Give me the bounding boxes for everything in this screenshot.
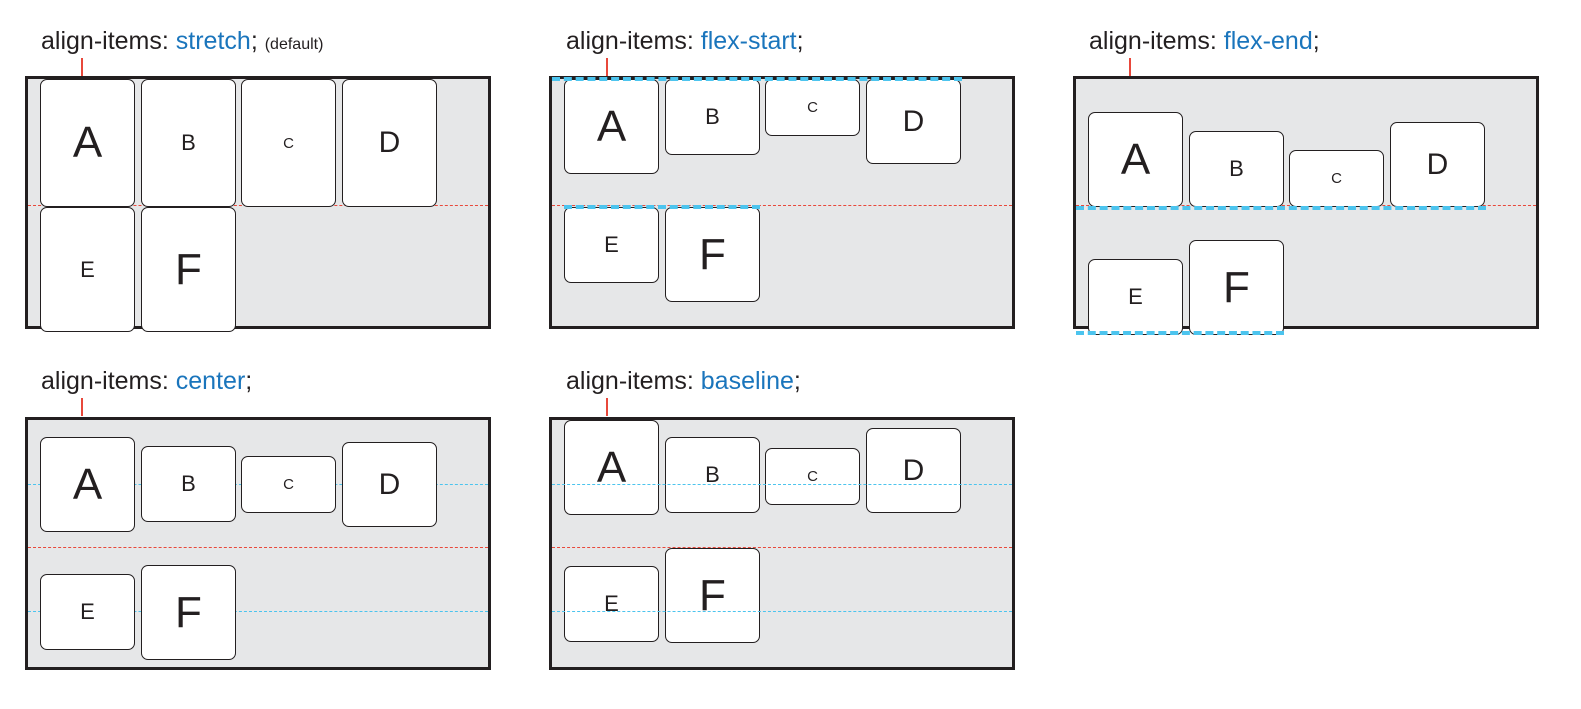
value-label: baseline bbox=[700, 367, 794, 395]
flex-item: A bbox=[564, 79, 659, 174]
flex-item: B bbox=[665, 79, 760, 155]
flex-item: D bbox=[866, 79, 961, 164]
flex-item: E bbox=[564, 566, 659, 642]
cross-start-tick bbox=[606, 398, 608, 416]
flex-item: C bbox=[1289, 150, 1384, 207]
semicolon: ; bbox=[250, 27, 258, 55]
line-alignment bbox=[552, 611, 1012, 612]
semicolon: ; bbox=[793, 367, 801, 395]
flex-container-center: A B C D E F bbox=[25, 417, 491, 670]
flex-item: D bbox=[342, 79, 437, 207]
flex-item: A bbox=[40, 79, 135, 207]
flex-item: C bbox=[765, 79, 860, 136]
line-alignment bbox=[552, 484, 1012, 485]
panel-title-center: align-items: center; bbox=[41, 366, 252, 396]
panel-title-flex-end: align-items: flex-end; bbox=[1089, 26, 1320, 56]
flex-item: B bbox=[141, 446, 236, 522]
cross-start-tick bbox=[1129, 58, 1131, 76]
flex-item: C bbox=[241, 79, 336, 207]
property-label: align-items: bbox=[566, 367, 694, 395]
flex-item: A bbox=[1088, 112, 1183, 207]
property-label: align-items: bbox=[41, 27, 169, 55]
flex-item: B bbox=[141, 79, 236, 207]
flex-item: D bbox=[342, 442, 437, 527]
value-label: flex-end bbox=[1223, 27, 1313, 55]
flex-item: E bbox=[564, 207, 659, 283]
property-label: align-items: bbox=[566, 27, 694, 55]
property-label: align-items: bbox=[41, 367, 169, 395]
flex-item: F bbox=[665, 548, 760, 643]
cross-start-tick bbox=[81, 398, 83, 416]
semicolon: ; bbox=[245, 367, 253, 395]
default-note: (default) bbox=[264, 36, 324, 53]
flex-item: F bbox=[141, 565, 236, 660]
flex-item: D bbox=[866, 428, 961, 513]
panel-title-baseline: align-items: baseline; bbox=[566, 366, 801, 396]
flex-item: C bbox=[765, 448, 860, 505]
flex-item: F bbox=[1189, 240, 1284, 335]
flex-item: C bbox=[241, 456, 336, 513]
panel-title-flex-start: align-items: flex-start; bbox=[566, 26, 804, 56]
cross-start-tick bbox=[606, 58, 608, 76]
flex-item: F bbox=[141, 207, 236, 332]
flex-item: D bbox=[1390, 122, 1485, 207]
line-alignment bbox=[1076, 206, 1486, 210]
value-label: center bbox=[175, 367, 246, 395]
flex-item: A bbox=[40, 437, 135, 532]
value-label: stretch bbox=[175, 27, 251, 55]
flex-item: B bbox=[665, 437, 760, 513]
flex-container-baseline: A B C D E F bbox=[549, 417, 1015, 670]
property-label: align-items: bbox=[1089, 27, 1217, 55]
value-label: flex-start bbox=[700, 27, 797, 55]
line-divider bbox=[552, 547, 1012, 548]
line-alignment bbox=[552, 77, 962, 81]
cross-start-tick bbox=[81, 58, 83, 76]
line-alignment bbox=[1076, 331, 1284, 335]
semicolon: ; bbox=[1312, 27, 1320, 55]
line-divider bbox=[552, 205, 1012, 206]
flex-item: E bbox=[40, 574, 135, 650]
flex-item: A bbox=[564, 420, 659, 515]
flex-container-flex-start: A B C D E F bbox=[549, 76, 1015, 329]
semicolon: ; bbox=[796, 27, 804, 55]
flex-item: E bbox=[40, 207, 135, 332]
flex-item: E bbox=[1088, 259, 1183, 335]
flex-container-flex-end: A B C D E F bbox=[1073, 76, 1539, 335]
panel-title-stretch: align-items: stretch; (default) bbox=[41, 26, 323, 60]
flex-item: F bbox=[665, 207, 760, 302]
line-divider bbox=[28, 547, 488, 548]
flex-item: B bbox=[1189, 131, 1284, 207]
line-alignment bbox=[28, 611, 488, 612]
line-alignment bbox=[564, 205, 760, 209]
flex-container-stretch: A B C D E F bbox=[25, 76, 491, 332]
